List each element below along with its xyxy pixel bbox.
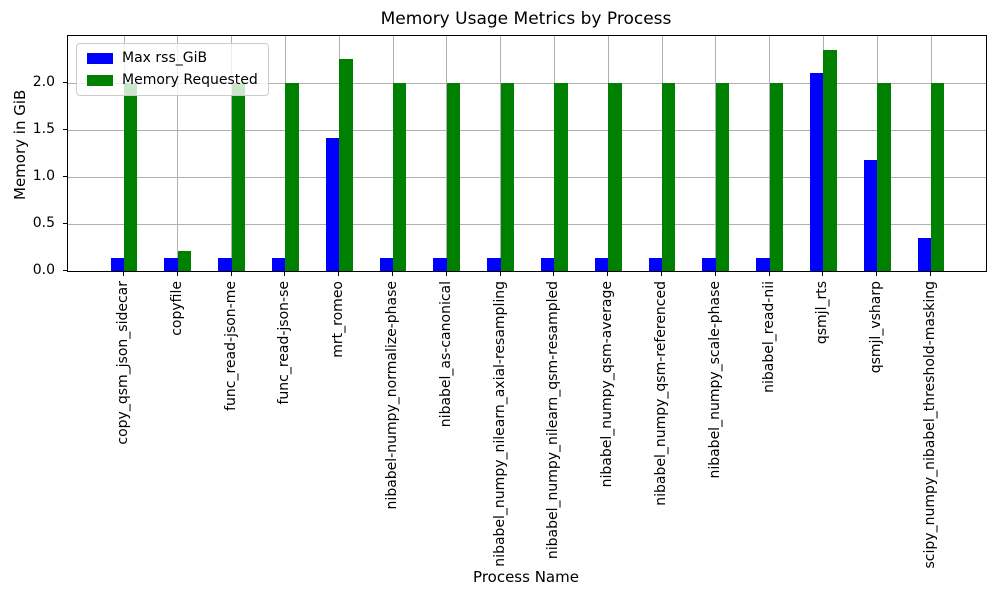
x-axis-tick-mark bbox=[553, 272, 555, 276]
bar-max-rss bbox=[272, 257, 286, 271]
bar-max-rss bbox=[917, 238, 931, 271]
grid-line-vertical bbox=[177, 36, 179, 271]
x-axis-tick-mark bbox=[392, 272, 393, 276]
grid-line-horizontal bbox=[68, 82, 986, 84]
x-axis-tick-mark bbox=[768, 272, 770, 276]
x-tick-label: nibabel_read-nii bbox=[760, 281, 777, 393]
chart-title: Memory Usage Metrics by Process bbox=[380, 9, 672, 29]
bar-memory-requested bbox=[446, 83, 461, 271]
y-tick-label: 1.0 bbox=[32, 168, 55, 184]
bar-max-rss bbox=[164, 257, 178, 271]
x-tick-label: nibabel_as-canonical bbox=[437, 281, 454, 428]
x-axis-tick-mark bbox=[714, 272, 716, 276]
bar-max-rss bbox=[218, 257, 232, 271]
bar-max-rss bbox=[379, 257, 393, 271]
bar-memory-requested bbox=[339, 58, 353, 271]
x-tick-label: nibabel_numpy_scale-phase bbox=[706, 281, 723, 479]
y-tick-label: 0.0 bbox=[32, 262, 55, 278]
plot-area bbox=[67, 35, 987, 272]
y-axis-tick-mark bbox=[63, 82, 67, 83]
bar-max-rss bbox=[863, 160, 878, 271]
bar-max-rss bbox=[487, 257, 501, 271]
bar-memory-requested bbox=[285, 83, 299, 271]
bar-max-rss bbox=[756, 257, 770, 271]
x-axis-tick-mark bbox=[822, 272, 824, 276]
x-tick-label: nibabel_numpy_qsm-referenced bbox=[653, 281, 669, 506]
x-axis-tick-mark bbox=[230, 272, 232, 276]
bar-memory-requested bbox=[769, 83, 783, 271]
bar-max-rss bbox=[810, 72, 824, 271]
x-axis-tick-mark bbox=[338, 272, 340, 276]
legend-label-memory-requested: Memory Requested bbox=[122, 72, 258, 88]
x-axis-tick-mark bbox=[499, 272, 501, 276]
x-tick-label: nibabel_numpy_nilearn_qsm-resampled bbox=[545, 281, 562, 560]
bar-memory-requested bbox=[231, 83, 245, 271]
bar-max-rss bbox=[541, 257, 555, 271]
x-axis-tick-mark bbox=[176, 272, 178, 276]
legend-label-max-rss: Max rss_GiB bbox=[122, 50, 208, 66]
bar-max-rss bbox=[325, 138, 340, 271]
bar-memory-requested bbox=[393, 83, 407, 271]
x-tick-label: qsmjl_rts bbox=[814, 281, 831, 345]
legend-entry-max-rss: Max rss_GiB bbox=[87, 51, 258, 66]
bar-memory-requested bbox=[177, 251, 192, 271]
bar-memory-requested bbox=[662, 83, 676, 271]
bar-memory-requested bbox=[715, 83, 730, 271]
x-axis-label: Process Name bbox=[473, 568, 579, 586]
x-axis-tick-mark bbox=[123, 272, 124, 276]
y-axis-tick-mark bbox=[63, 270, 67, 271]
x-axis-tick-mark bbox=[930, 272, 931, 276]
grid-line-horizontal bbox=[68, 176, 986, 178]
bar-memory-requested bbox=[500, 83, 514, 271]
bar-max-rss bbox=[433, 257, 447, 271]
y-tick-label: 2.0 bbox=[32, 74, 55, 90]
grid-line-horizontal bbox=[68, 129, 986, 131]
y-tick-label: 1.5 bbox=[32, 121, 55, 137]
x-tick-label: copyfile bbox=[168, 281, 185, 336]
x-axis-tick-mark bbox=[661, 272, 662, 276]
x-tick-label: func_read-json-se bbox=[276, 281, 293, 405]
legend: Max rss_GiB Memory Requested bbox=[76, 43, 269, 96]
bar-max-rss bbox=[110, 257, 124, 271]
bar-max-rss bbox=[648, 257, 662, 271]
y-axis-tick-mark bbox=[63, 176, 67, 177]
bar-memory-requested bbox=[823, 50, 837, 271]
x-axis-tick-mark bbox=[284, 272, 286, 276]
grid-line-horizontal bbox=[68, 223, 986, 225]
legend-entry-memory-requested: Memory Requested bbox=[87, 73, 258, 88]
bar-memory-requested bbox=[877, 83, 891, 271]
x-tick-label: copy_qsm_json_sidecar bbox=[115, 281, 131, 445]
x-tick-label: scipy_numpy_nibabel_threshold-masking bbox=[922, 281, 938, 569]
x-tick-label: func_read-json-me bbox=[222, 281, 239, 411]
x-tick-label: mrt_romeo bbox=[330, 281, 347, 358]
legend-swatch-max-rss-icon bbox=[87, 53, 113, 64]
y-axis-tick-mark bbox=[63, 129, 67, 130]
x-axis-tick-mark bbox=[876, 272, 878, 276]
bar-memory-requested bbox=[554, 83, 568, 271]
bar-memory-requested bbox=[931, 83, 945, 271]
y-axis-tick-mark bbox=[63, 223, 67, 224]
x-axis-tick-mark bbox=[445, 272, 447, 276]
x-tick-label: nibabel_numpy_qsm-average bbox=[599, 281, 616, 488]
bar-max-rss bbox=[702, 257, 716, 271]
bar-memory-requested bbox=[124, 83, 138, 271]
x-tick-label: nibabel-numpy_normalize-phase bbox=[384, 281, 400, 510]
y-axis-label: Memory in GiB bbox=[11, 89, 29, 200]
bar-memory-requested bbox=[608, 83, 622, 271]
y-tick-label: 0.5 bbox=[32, 215, 55, 231]
bar-max-rss bbox=[594, 257, 609, 271]
x-tick-label: nibabel_numpy_nilearn_axial-resampling bbox=[491, 281, 508, 567]
x-axis-tick-mark bbox=[607, 272, 609, 276]
legend-swatch-memory-requested-icon bbox=[87, 75, 113, 86]
x-tick-label: qsmjl_vsharp bbox=[868, 281, 885, 374]
